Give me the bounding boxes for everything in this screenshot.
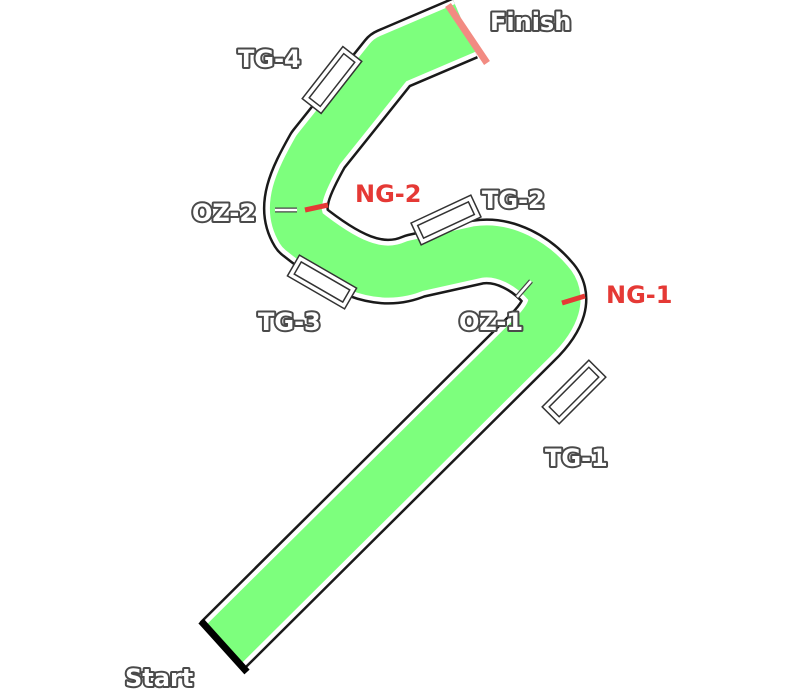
tg4-label: TG-4 — [238, 45, 301, 73]
track-surface — [204, 4, 581, 664]
tg2-label: TG-2 — [482, 186, 545, 214]
track — [199, 0, 588, 669]
tg4-box — [301, 45, 363, 115]
tg3-box — [286, 254, 358, 310]
ng1-marker — [561, 293, 586, 306]
tg1-box — [541, 359, 607, 425]
finish-line — [445, 3, 490, 65]
tg1-label: TG-1 — [545, 444, 608, 472]
oz1-label: OZ-1 — [459, 308, 523, 336]
oz2-label: OZ-2 — [192, 199, 256, 227]
oz1-marker-inner — [516, 280, 532, 298]
tg3-label: TG-3 — [258, 308, 321, 336]
tg2-box — [410, 194, 482, 246]
start-line — [198, 618, 250, 675]
finish-label: Finish — [490, 8, 571, 36]
start-label: Start — [125, 664, 193, 692]
ng2-label: NG-2 — [355, 180, 421, 208]
ng2-marker — [304, 202, 329, 213]
ng1-label: NG-1 — [606, 281, 672, 309]
